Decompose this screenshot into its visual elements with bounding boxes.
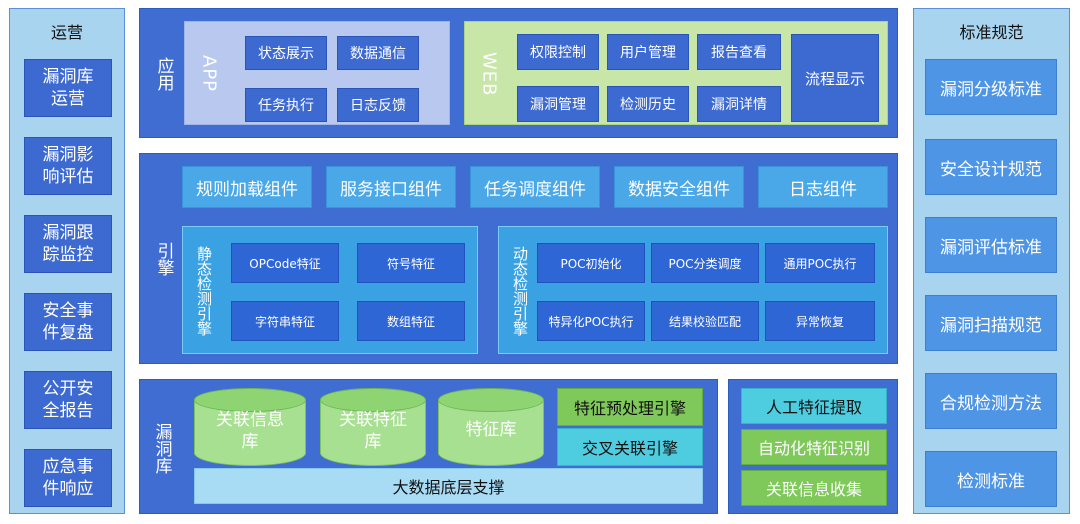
component-task-scheduling[interactable]: 任务调度组件 (470, 166, 600, 208)
component-rule-loading[interactable]: 规则加载组件 (182, 166, 312, 208)
db-cylinder-features[interactable]: 特征库 (438, 388, 544, 468)
engine-feature-preprocess[interactable]: 特征预处理引擎 (557, 388, 703, 426)
static-feature-array[interactable]: 数组特征 (357, 301, 465, 341)
web-button-report-view[interactable]: 报告查看 (697, 34, 781, 70)
app-button-log-feedback[interactable]: 日志反馈 (337, 88, 419, 122)
web-button-flow-display[interactable]: 流程显示 (791, 34, 879, 122)
standard-vuln-assessment[interactable]: 漏洞评估标准 (925, 217, 1057, 273)
cylinder-label: 关联信息库 (216, 410, 284, 452)
app-layer-label: 应用 (153, 57, 174, 91)
web-box-title: WEB (478, 51, 500, 97)
web-button-vuln-mgmt[interactable]: 漏洞管理 (517, 86, 599, 122)
engine-layer-label: 引擎 (153, 242, 174, 276)
app-button-data-comm[interactable]: 数据通信 (337, 36, 419, 70)
static-feature-opcode[interactable]: OPCode特征 (231, 243, 339, 283)
extraction-panel: 人工特征提取 自动化特征识别 关联信息收集 (728, 379, 898, 514)
dynamic-feature-exception-recovery[interactable]: 异常恢复 (765, 301, 875, 341)
component-log[interactable]: 日志组件 (758, 166, 888, 208)
static-engine-box: 静态检测引擎 OPCode特征 符号特征 字符串特征 数组特征 (182, 226, 478, 354)
app-box: APP 状态展示 数据通信 任务执行 日志反馈 (184, 21, 450, 125)
extraction-related-info[interactable]: 关联信息收集 (741, 470, 887, 506)
ops-item-public-report[interactable]: 公开安全报告 (24, 371, 112, 429)
cylinder-label: 关联特征库 (339, 410, 407, 452)
web-button-access-control[interactable]: 权限控制 (517, 34, 599, 70)
app-button-task-exec[interactable]: 任务执行 (245, 88, 327, 122)
bigdata-support-bar[interactable]: 大数据底层支撑 (194, 468, 703, 504)
static-feature-string[interactable]: 字符串特征 (231, 301, 339, 341)
dynamic-engine-box: 动态检测引擎 POC初始化 POC分类调度 通用POC执行 特异化POC执行 结… (498, 226, 888, 354)
app-button-status[interactable]: 状态展示 (245, 36, 327, 70)
cylinder-top (438, 388, 544, 412)
standard-compliance[interactable]: 合规检测方法 (925, 373, 1057, 429)
web-button-user-mgmt[interactable]: 用户管理 (607, 34, 689, 70)
ops-panel: 运营 漏洞库运营 漏洞影响评估 漏洞跟踪监控 安全事件复盘 公开安全报告 应急事… (9, 8, 125, 514)
standard-detection[interactable]: 检测标准 (925, 451, 1057, 507)
dynamic-feature-poc-dispatch[interactable]: POC分类调度 (651, 243, 759, 283)
ops-item-incident-review[interactable]: 安全事件复盘 (24, 293, 112, 351)
standard-vuln-grading[interactable]: 漏洞分级标准 (925, 59, 1057, 115)
cylinder-top (320, 388, 426, 412)
db-cylinder-related-features[interactable]: 关联特征库 (320, 388, 426, 468)
standards-title: 标准规范 (959, 23, 1024, 42)
dynamic-engine-label: 动态检测引擎 (511, 246, 529, 336)
ops-item-vuln-db-ops[interactable]: 漏洞库运营 (24, 59, 112, 117)
standard-secure-design[interactable]: 安全设计规范 (925, 139, 1057, 195)
web-button-detect-history[interactable]: 检测历史 (607, 86, 689, 122)
ops-item-impact-assessment[interactable]: 漏洞影响评估 (24, 137, 112, 195)
web-button-vuln-detail[interactable]: 漏洞详情 (697, 86, 781, 122)
dynamic-feature-result-match[interactable]: 结果校验匹配 (651, 301, 759, 341)
engine-layer-panel: 引擎 规则加载组件 服务接口组件 任务调度组件 数据安全组件 日志组件 静态检测… (139, 153, 898, 364)
standard-vuln-scan[interactable]: 漏洞扫描规范 (925, 295, 1057, 351)
component-data-security[interactable]: 数据安全组件 (614, 166, 744, 208)
vulndb-layer-label: 漏洞库 (151, 422, 172, 474)
extraction-automated[interactable]: 自动化特征识别 (741, 429, 887, 465)
ops-title: 运营 (50, 23, 83, 42)
ops-item-tracking[interactable]: 漏洞跟踪监控 (24, 215, 112, 273)
dynamic-feature-specific-poc[interactable]: 特异化POC执行 (537, 301, 645, 341)
standards-panel: 标准规范 漏洞分级标准 安全设计规范 漏洞评估标准 漏洞扫描规范 合规检测方法 … (913, 8, 1070, 514)
app-layer-panel: 应用 APP 状态展示 数据通信 任务执行 日志反馈 WEB 权限控制 用户管理… (139, 8, 898, 138)
db-cylinder-related-info[interactable]: 关联信息库 (194, 388, 306, 468)
cylinder-label: 特征库 (465, 420, 517, 440)
engine-cross-correlation[interactable]: 交叉关联引擎 (557, 428, 703, 466)
component-service-interface[interactable]: 服务接口组件 (326, 166, 456, 208)
web-box: WEB 权限控制 用户管理 报告查看 漏洞管理 检测历史 漏洞详情 流程显示 (464, 21, 888, 125)
static-engine-label: 静态检测引擎 (195, 246, 213, 336)
cylinder-top (194, 388, 306, 412)
dynamic-feature-generic-poc[interactable]: 通用POC执行 (765, 243, 875, 283)
vulndb-layer-panel: 漏洞库 关联信息库 关联特征库 特征库 特征预处理引擎 交叉关联引擎 大数据底层… (139, 379, 718, 514)
extraction-manual[interactable]: 人工特征提取 (741, 388, 887, 424)
static-feature-symbol[interactable]: 符号特征 (357, 243, 465, 283)
ops-item-emergency-response[interactable]: 应急事件响应 (24, 449, 112, 507)
app-box-title: APP (198, 55, 220, 93)
dynamic-feature-poc-init[interactable]: POC初始化 (537, 243, 645, 283)
